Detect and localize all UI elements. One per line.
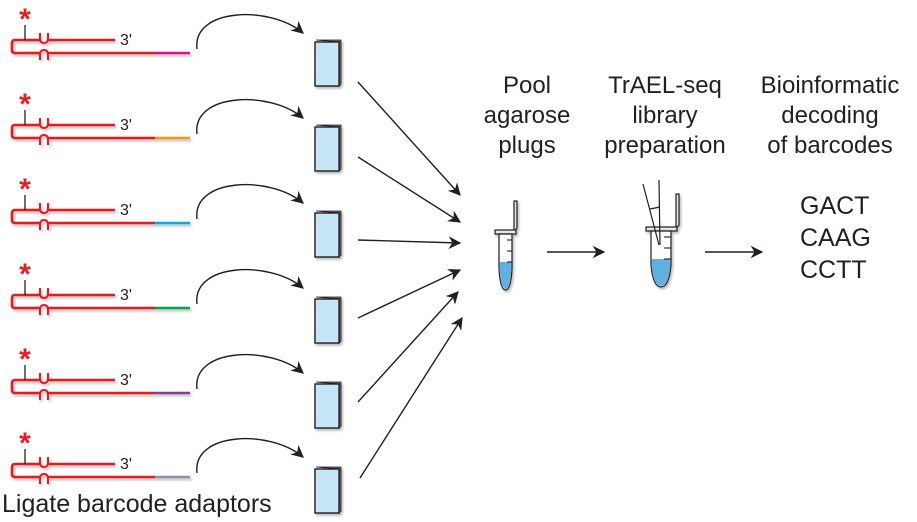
curved-arrow [196,354,304,390]
modification-asterisk-icon: * [19,427,31,460]
tube-lid [675,193,680,230]
three-prime-label: 3' [120,287,132,304]
uracil-mark [39,33,49,45]
adaptor-column: * 3' * 3' * 3' * 3' * 3' * 3' [10,3,304,484]
agarose-plug [314,124,342,172]
uracil-mark [39,303,49,315]
uracil-mark [39,373,49,385]
uracil-mark [39,457,49,469]
uracil-mark [39,288,49,300]
uracil-mark [39,472,49,484]
step-label-pool: Pool agarose plugs [484,72,571,159]
agarose-plug-column [314,39,342,514]
three-prime-label: 3' [120,202,132,219]
uracil-mark [39,203,49,215]
curved-arrow [196,438,304,474]
step-line: plugs [498,132,555,159]
barcode-adaptor: * 3' [10,343,190,400]
hairpin-loop [10,293,26,310]
agarose-plug [314,466,342,514]
pool-arrow [357,291,459,403]
barcode-adaptor: * 3' [10,88,190,145]
step-label-library-prep: TrAEL-seq library preparation [604,72,725,159]
curved-arrow [196,14,304,50]
uracil-mark [39,388,49,400]
three-prime-label: 3' [120,456,132,473]
decoded-barcodes: GACT CAAG CCTT [800,192,871,284]
pool-arrow [357,156,462,223]
barcode-adaptor: * 3' [10,173,190,230]
pool-arrow [357,269,462,319]
library-prep-tube [645,193,680,288]
uracil-mark [39,133,49,145]
step-line: Pool [503,72,551,99]
uracil-mark [39,48,49,60]
step-label-decoding: Bioinformatic decoding of barcodes [761,72,900,159]
modification-asterisk-icon: * [19,173,31,206]
barcode-sequence: GACT [800,192,869,220]
pool-arrow [357,81,461,196]
tube-liquid [499,262,512,289]
barcode-sequence: CAAG [800,224,871,252]
barcode-sequence: CCTT [800,256,867,284]
agarose-plug [314,296,342,344]
curved-arrow [196,269,304,305]
modification-asterisk-icon: * [19,258,31,291]
hairpin-loop [10,38,26,55]
barcode-adaptor: * 3' [10,3,190,60]
uracil-mark [39,218,49,230]
uracil-mark [39,118,49,130]
barcode-adaptor: * 3' [10,427,190,484]
agarose-plug [314,39,342,87]
three-prime-label: 3' [120,372,132,389]
tube-liquid [651,259,671,286]
pool-arrow [359,316,463,479]
hairpin-loop [10,208,26,225]
three-prime-label: 3' [120,32,132,49]
pool-arrows [357,81,463,479]
modification-asterisk-icon: * [19,343,31,376]
step-line: preparation [604,132,725,159]
three-prime-label: 3' [120,117,132,134]
agarose-plug [314,381,342,429]
step-line: decoding [781,102,878,129]
step-line: agarose [484,102,571,129]
step-line: of barcodes [767,132,892,159]
pool-arrow [357,236,462,249]
hairpin-loop [10,462,26,479]
ligate-adaptors-label: Ligate barcode adaptors [2,490,272,518]
modification-asterisk-icon: * [19,3,31,36]
hairpin-loop [10,123,26,140]
barcode-adaptor: * 3' [10,258,190,315]
step-line: TrAEL-seq [608,72,722,99]
curved-arrow [196,99,304,135]
pooled-tube [494,200,518,291]
pipette-tip-icon [642,179,661,246]
step-line: Bioinformatic [761,72,900,99]
curved-arrow [196,184,304,220]
hairpin-loop [10,378,26,395]
tube-lid [513,200,518,233]
modification-asterisk-icon: * [19,88,31,121]
step-line: library [632,102,697,129]
agarose-plug [314,210,342,258]
